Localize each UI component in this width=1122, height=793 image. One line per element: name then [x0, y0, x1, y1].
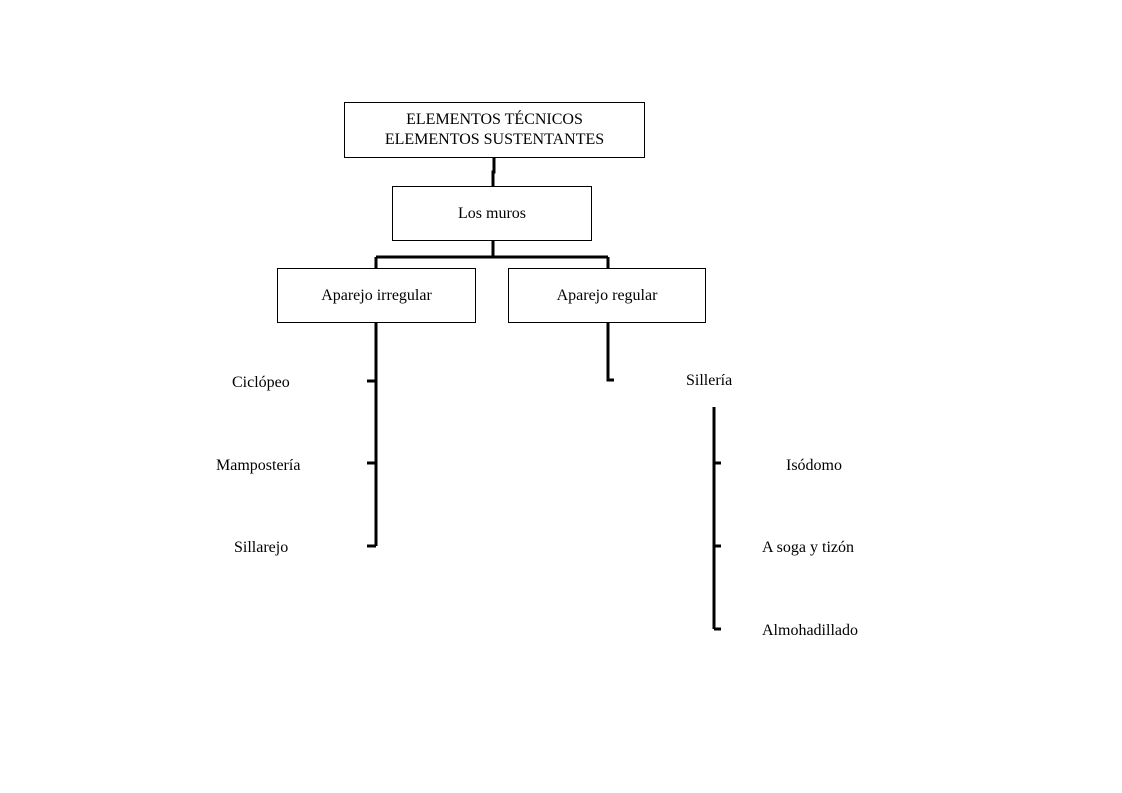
item-ciclopeo: Ciclópeo: [232, 374, 290, 391]
item-mamposteria: Mampostería: [216, 457, 301, 474]
los-muros-label: Los muros: [458, 204, 526, 222]
root-title-line1: ELEMENTOS TÉCNICOS: [406, 111, 583, 128]
connector-root-los-muros: [491, 158, 496, 186]
item-isodomo: Isódomo: [786, 457, 842, 474]
item-sillarejo: Sillarejo: [234, 539, 289, 556]
item-soga-tizon: A soga y tizón: [762, 539, 854, 556]
aparejo-regular-label: Aparejo regular: [556, 286, 658, 304]
aparejo-irregular-label: Aparejo irregular: [321, 286, 432, 304]
item-almohadillado: Almohadillado: [762, 622, 858, 639]
los-muros-box: Los muros: [392, 186, 592, 241]
root-box: ELEMENTOS TÉCNICOS ELEMENTOS SUSTENTANTE…: [344, 102, 645, 158]
aparejo-irregular-box: Aparejo irregular: [277, 268, 476, 323]
connector-regular-vertical: [606, 323, 614, 382]
aparejo-regular-box: Aparejo regular: [508, 268, 706, 323]
root-title-line2: ELEMENTOS SUSTENTANTES: [384, 131, 605, 148]
item-silleria: Sillería: [686, 372, 733, 389]
